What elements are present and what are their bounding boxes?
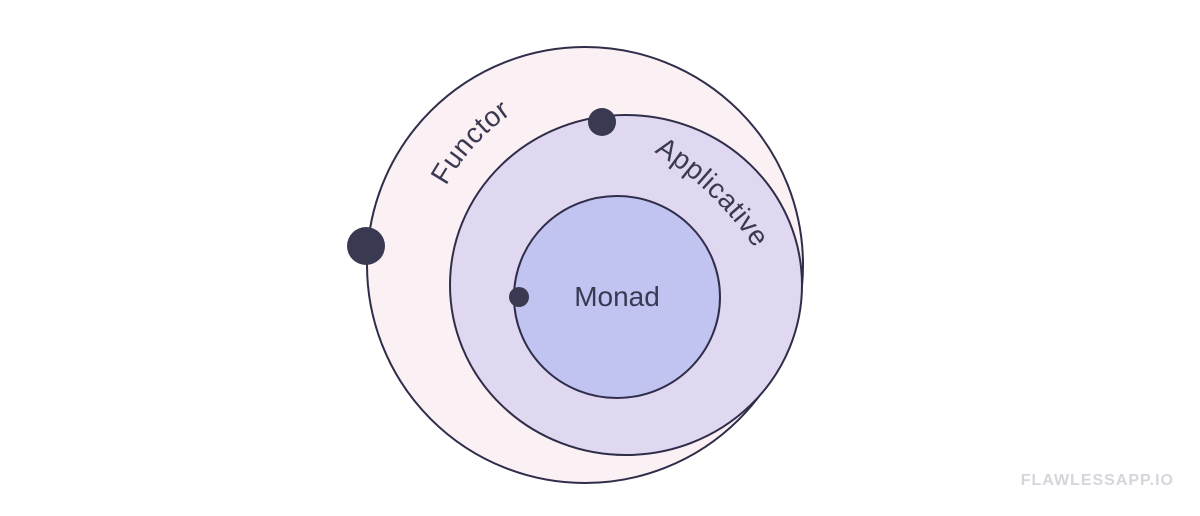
functor-dot (347, 227, 385, 265)
watermark: FLAWLESSAPP.IO (1020, 472, 1174, 489)
monad-label: Monad (574, 281, 660, 312)
applicative-dot (588, 108, 616, 136)
monad-dot (509, 287, 529, 307)
